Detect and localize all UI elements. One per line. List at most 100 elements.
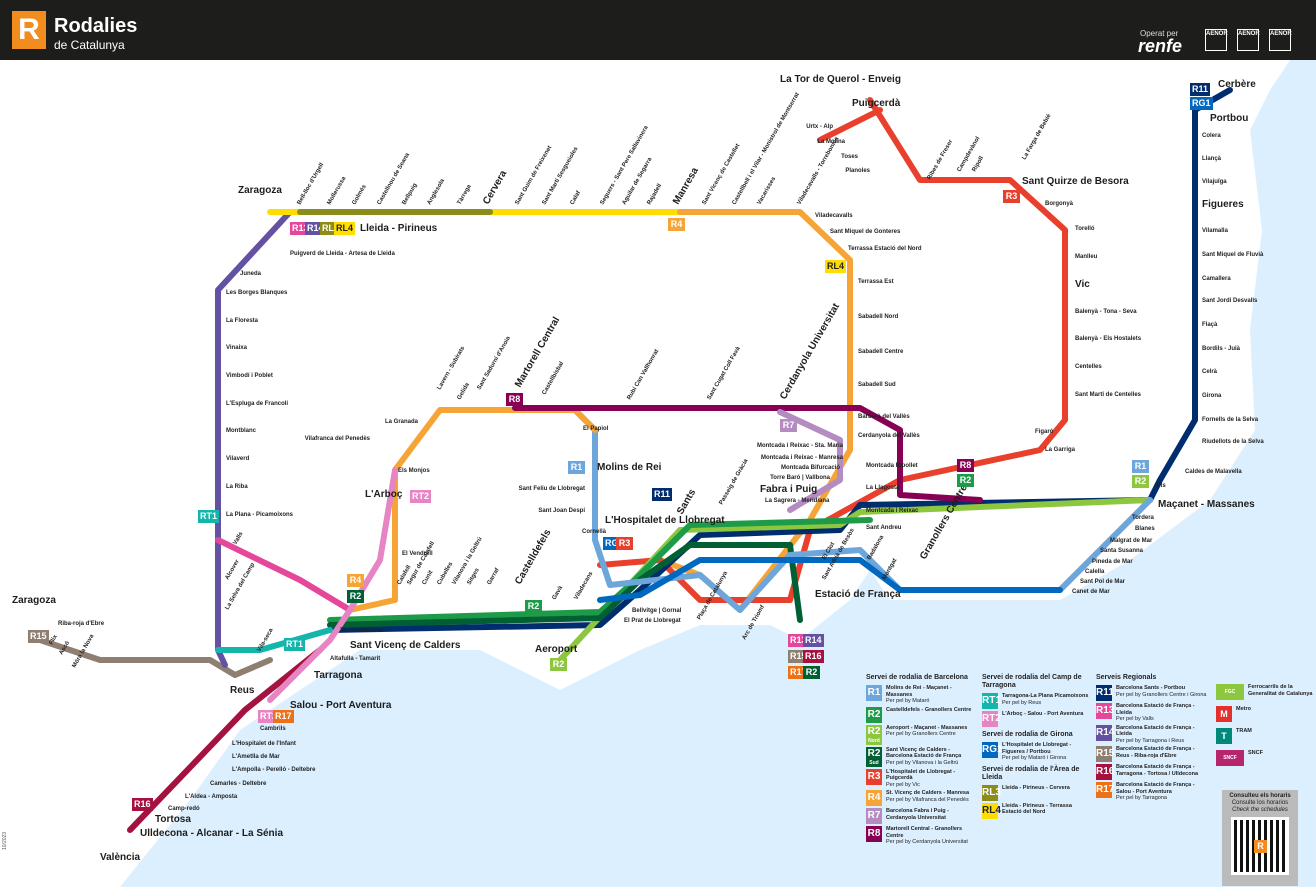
station-label[interactable]: Camallera xyxy=(1202,276,1231,282)
station-label[interactable]: Sant Miquel de Fluvià xyxy=(1202,252,1264,258)
line-badge-r2[interactable]: R2 xyxy=(1132,475,1149,488)
station-label[interactable]: Sant Andreu xyxy=(866,525,902,531)
station-label[interactable]: Lleida - Pirineus xyxy=(360,223,438,234)
station-label[interactable]: Canet de Mar xyxy=(1072,589,1110,595)
station-label[interactable]: Terrassa Estació del Nord xyxy=(848,246,922,252)
station-label[interactable]: Zaragoza xyxy=(238,185,282,196)
station-label[interactable]: Sant Pol de Mar xyxy=(1080,579,1126,585)
station-label[interactable]: Golmés xyxy=(352,183,369,206)
station-label[interactable]: Vilanova i la Geltrú xyxy=(452,536,484,586)
station-label[interactable]: Cerdanyola Universitat xyxy=(778,301,842,401)
station-label[interactable]: Montcada Bifurcació xyxy=(781,465,840,471)
station-label[interactable]: Reus xyxy=(230,685,255,696)
station-label[interactable]: Manresa xyxy=(671,165,701,206)
station-label[interactable]: Sils xyxy=(1155,483,1166,489)
station-label[interactable]: Segur de Calafell xyxy=(407,541,437,586)
station-label[interactable]: Viladecavalls - Torrebonica xyxy=(797,136,841,206)
station-label[interactable]: Estació de França xyxy=(815,589,901,600)
line-badge-r2[interactable]: R2 xyxy=(957,474,974,487)
station-label[interactable]: Els Monjos xyxy=(398,468,430,474)
station-label[interactable]: Zaragoza xyxy=(12,595,56,606)
station-label[interactable]: Barberà del Vallès xyxy=(858,414,910,420)
station-label[interactable]: Sabadell Centre xyxy=(858,349,904,355)
station-label[interactable]: Riudellots de la Selva xyxy=(1202,439,1264,445)
station-label[interactable]: Cambrils xyxy=(260,726,286,732)
station-label[interactable]: El Prat de Llobregat xyxy=(624,618,681,624)
station-label[interactable]: Cornellà xyxy=(582,529,607,535)
station-label[interactable]: L'Ametlla de Mar xyxy=(232,754,280,760)
station-label[interactable]: Vacarisses xyxy=(757,176,778,206)
station-label[interactable]: Centelles xyxy=(1075,364,1102,370)
station-label[interactable]: Figaró xyxy=(1035,429,1054,435)
station-label[interactable]: Cervera xyxy=(481,168,509,206)
station-label[interactable]: Gavà xyxy=(552,585,565,601)
line-badge-rl4[interactable]: RL4 xyxy=(825,260,847,273)
station-label[interactable]: Sants xyxy=(675,487,698,516)
line-badge-r8[interactable]: R8 xyxy=(957,459,974,472)
station-label[interactable]: Camp-redó xyxy=(168,806,200,812)
station-label[interactable]: Sant Quirze de Besora xyxy=(1022,176,1129,187)
station-label[interactable]: Sant Vicenç de Calders xyxy=(350,640,461,651)
station-label[interactable]: Montcada Ripollet xyxy=(866,463,918,469)
station-label[interactable]: Garraf xyxy=(487,567,502,586)
station-label[interactable]: Calaf xyxy=(570,189,583,206)
station-label[interactable]: La Llagosta xyxy=(866,485,900,491)
station-label[interactable]: Sitges xyxy=(467,567,482,586)
station-label[interactable]: La Riba xyxy=(226,484,248,490)
station-label[interactable]: Montcada i Reixac - Manresa xyxy=(761,455,844,461)
station-label[interactable]: Blanes xyxy=(1135,526,1155,532)
station-label[interactable]: Tortosa xyxy=(155,814,191,825)
station-label[interactable]: Gelida xyxy=(457,382,472,401)
line-badge-r4[interactable]: R4 xyxy=(347,574,364,587)
station-label[interactable]: Passeig de Gràcia xyxy=(719,458,750,506)
station-label[interactable]: Sant Jordi Desvalls xyxy=(1202,298,1258,304)
station-label[interactable]: Salou - Port Aventura xyxy=(290,700,392,711)
station-label[interactable]: Montcada i Reixac - Sta. Maria xyxy=(757,443,844,449)
station-label[interactable]: Ribes de Freser xyxy=(927,138,955,181)
line-badge-r2[interactable]: R2 xyxy=(803,666,820,679)
line-badge-rg1[interactable]: RG1 xyxy=(1190,97,1213,110)
line-badge-r7[interactable]: R7 xyxy=(780,419,797,432)
qr-code[interactable]: R xyxy=(1231,817,1289,875)
station-label[interactable]: Celrà xyxy=(1202,369,1218,375)
station-label[interactable]: Montcada i Reixac xyxy=(866,508,919,514)
schedules-qr-box[interactable]: Consulteu els horaris Consulte los horar… xyxy=(1222,790,1298,886)
station-label[interactable]: L'Arboç xyxy=(365,489,403,500)
station-label[interactable]: Toses xyxy=(841,154,859,160)
station-label[interactable]: El Papiol xyxy=(583,426,609,432)
station-label[interactable]: Castellbisbal xyxy=(542,361,566,396)
station-label[interactable]: Tàrrega xyxy=(457,183,474,206)
station-label[interactable]: L'Hospitalet de l'Infant xyxy=(232,741,296,747)
line-badge-rl4[interactable]: RL4 xyxy=(334,222,356,235)
station-label[interactable]: Torredembarra xyxy=(340,628,383,634)
station-label[interactable]: Viladecans xyxy=(574,570,595,601)
station-label[interactable]: Terrassa Est xyxy=(858,279,894,285)
station-label[interactable]: Portbou xyxy=(1210,113,1248,124)
station-label[interactable]: Pineda de Mar xyxy=(1092,559,1133,565)
station-label[interactable]: Tarragona xyxy=(314,670,363,681)
station-label[interactable]: Riba-roja d'Ebre xyxy=(58,621,105,627)
station-label[interactable]: Valls xyxy=(233,531,245,546)
station-label[interactable]: La Farga de Bebié xyxy=(1022,113,1053,161)
station-label[interactable]: Molins de Rei xyxy=(597,462,662,473)
station-label[interactable]: Camarles - Deltebre xyxy=(210,781,267,787)
station-label[interactable]: Fabra i Puig xyxy=(760,484,817,495)
line-badge-r16[interactable]: R16 xyxy=(132,798,153,811)
station-label[interactable]: Puigverd de Lleida - Artesa de Lleida xyxy=(290,251,395,257)
station-label[interactable]: Vilafranca del Penedès xyxy=(305,436,371,442)
station-label[interactable]: Sabadell Nord xyxy=(858,314,899,320)
station-label[interactable]: Cerbère xyxy=(1218,79,1256,90)
station-label[interactable]: Sant Cugat Coll Favà xyxy=(707,345,743,401)
line-badge-r2[interactable]: R2 xyxy=(550,658,567,671)
line-badge-r16[interactable]: R16 xyxy=(803,650,824,663)
station-label[interactable]: Borgonyà xyxy=(1045,201,1074,207)
station-label[interactable]: Bellpuig xyxy=(402,182,419,206)
station-label[interactable]: Vilaverd xyxy=(226,456,250,462)
line-badge-r8[interactable]: R8 xyxy=(506,393,523,406)
station-label[interactable]: Rubí Can Vallhonrat xyxy=(627,349,661,401)
station-label[interactable]: La Granada xyxy=(385,419,419,425)
station-label[interactable]: Colera xyxy=(1202,133,1221,139)
station-label[interactable]: L'Ampolla - Perelló - Deltebre xyxy=(232,767,316,773)
station-label[interactable]: Balenyà - Tona - Seva xyxy=(1075,309,1137,315)
station-label[interactable]: La Molina xyxy=(817,139,845,145)
